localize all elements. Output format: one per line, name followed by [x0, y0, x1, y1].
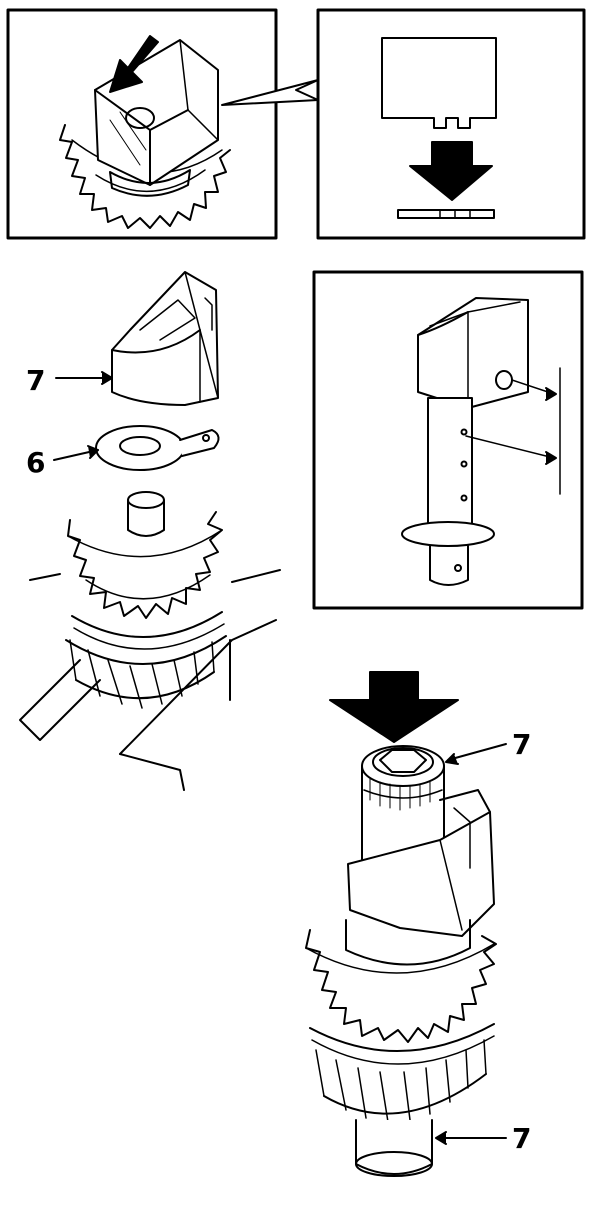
- shaft-body: [427, 397, 473, 529]
- lock-plate-closeup: [94, 39, 219, 197]
- detail-panel-shaft: [312, 270, 584, 610]
- press-arrow-icon: [109, 35, 159, 93]
- support-block: [19, 569, 281, 791]
- gauge-block: [381, 37, 497, 129]
- down-arrow-icon: [409, 141, 493, 201]
- down-arrow-icon: [329, 671, 459, 743]
- final-assembly: [305, 671, 497, 1177]
- callout-leaders: [53, 371, 507, 1145]
- gauge-base: [397, 209, 495, 219]
- panel-frame: [312, 270, 584, 610]
- thrust-washer-part: [95, 425, 220, 471]
- shaft-flange: [401, 521, 495, 547]
- callout-number-socket: 7: [512, 728, 531, 761]
- exploded-view: [19, 271, 281, 791]
- countershaft-gear-part: [65, 491, 227, 709]
- callout-number-lock-plate: 7: [26, 364, 45, 397]
- lock-plate-part: [111, 271, 219, 406]
- detail-panel-lock-plate: [6, 8, 278, 240]
- installed-lock-plate: [347, 789, 495, 937]
- callout-number-shaft-end: 7: [512, 1122, 531, 1155]
- installed-gear-stack: [305, 919, 497, 1177]
- callout-number-washer: 6: [26, 446, 45, 479]
- panel-frame: [6, 8, 278, 240]
- zoom-leader: [221, 79, 319, 106]
- detail-panel-gauge: [316, 8, 586, 240]
- cam-head: [417, 297, 529, 409]
- panel-frame: [316, 8, 586, 240]
